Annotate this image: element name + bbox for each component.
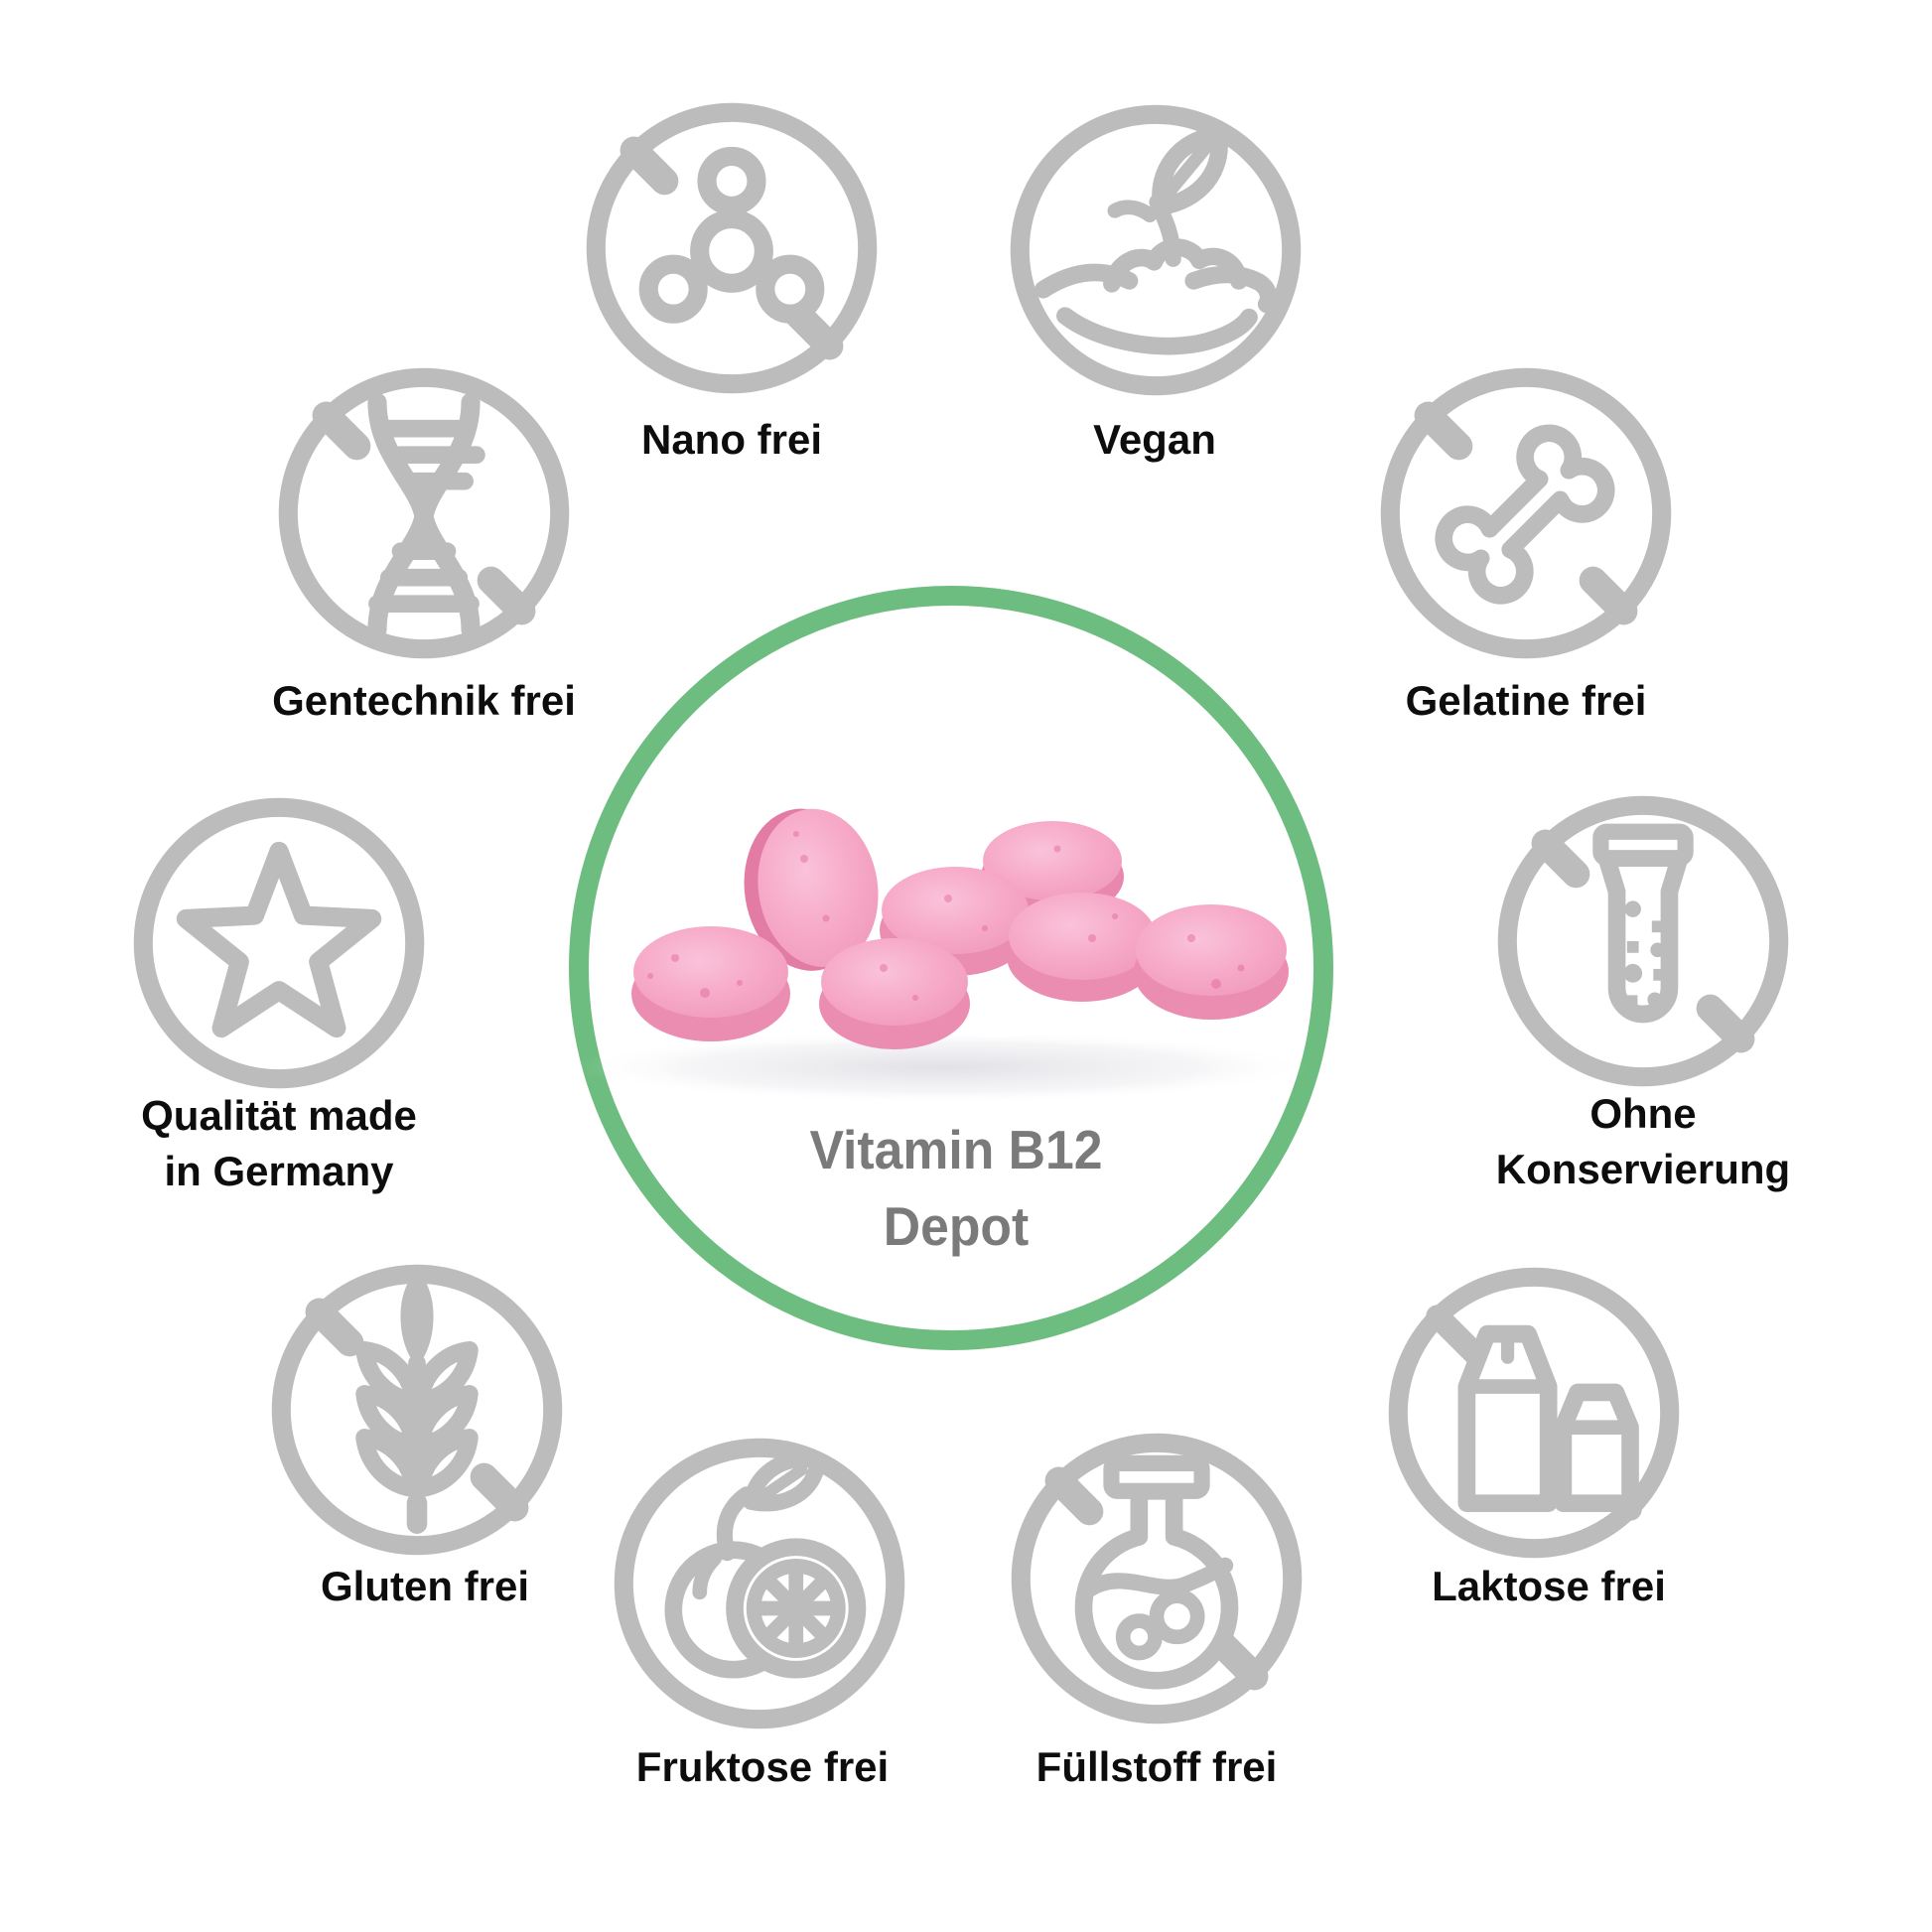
dna-icon — [278, 367, 570, 659]
label-gentechnik-frei: Gentechnik frei — [272, 677, 576, 724]
label-gelatine-frei: Gelatine frei — [1405, 677, 1647, 724]
milk-cartons-icon — [1388, 1267, 1680, 1559]
star-icon — [133, 797, 425, 1089]
tablets-photo — [576, 808, 1311, 1103]
wheat-icon — [271, 1264, 563, 1556]
label-vegan: Vegan — [1093, 416, 1216, 463]
flask-icon — [1011, 1433, 1303, 1725]
label-laktose-frei: Laktose frei — [1432, 1563, 1666, 1609]
fruit-icon — [614, 1438, 905, 1729]
hand-plant-icon — [1010, 104, 1302, 396]
label-fruktose-frei: Fruktose frei — [635, 1743, 890, 1790]
molecule-icon — [586, 102, 878, 394]
test-tube-icon — [1497, 795, 1789, 1087]
bone-icon — [1380, 367, 1672, 659]
label-nano-frei: Nano frei — [640, 416, 823, 463]
label-gluten-frei: Gluten frei — [320, 1563, 530, 1609]
label-fuellstoff-frei: Füllstoff frei — [1035, 1743, 1278, 1790]
